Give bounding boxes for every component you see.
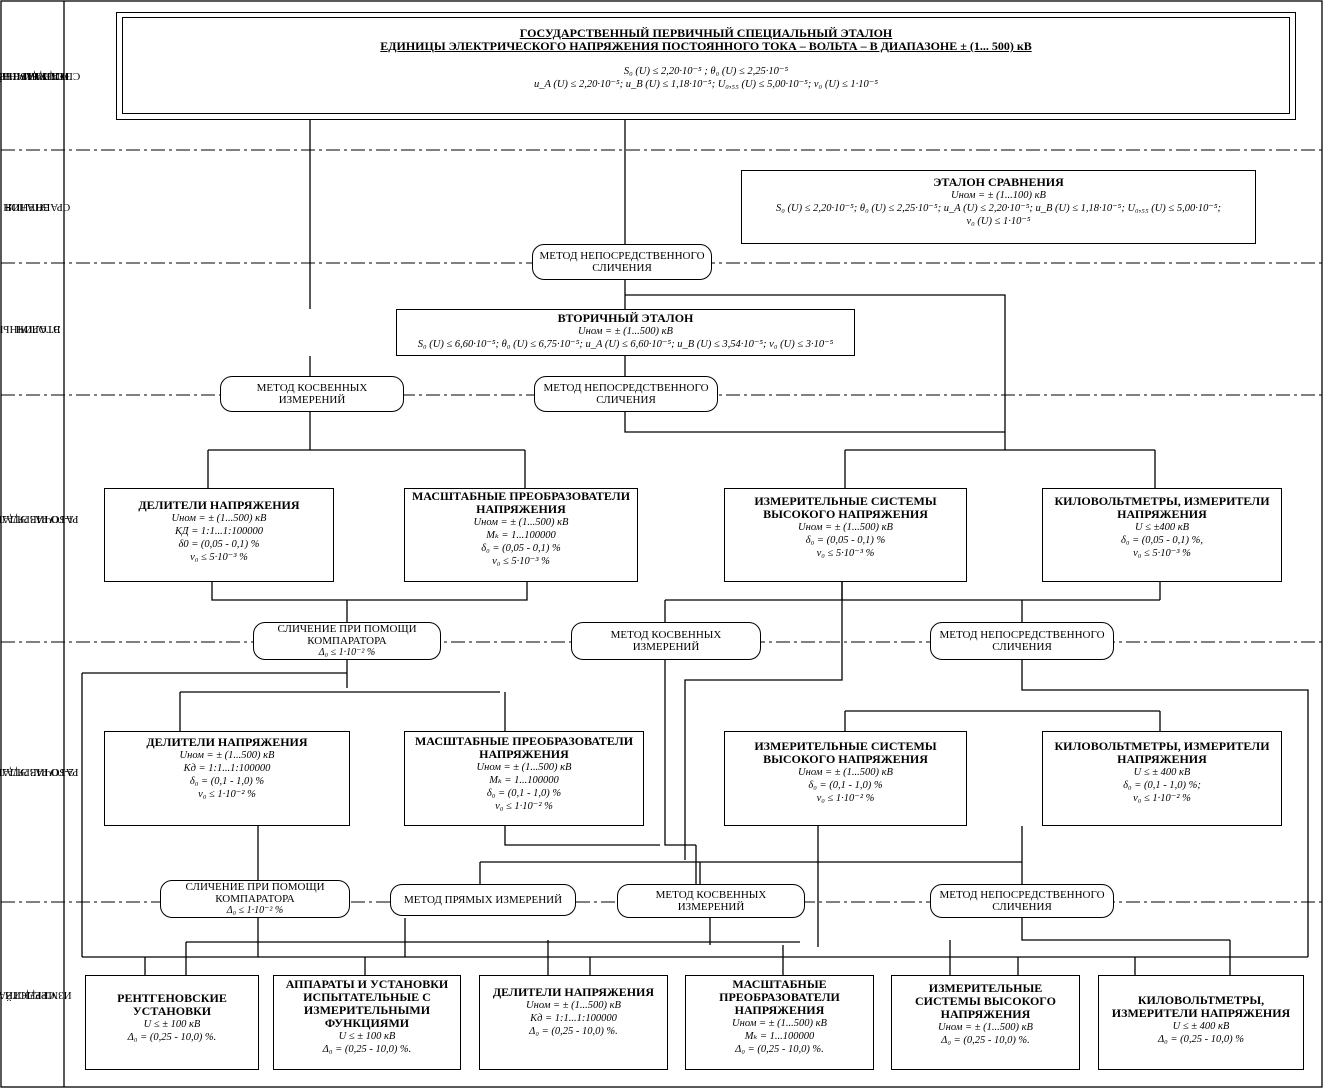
primary-param-2: u_A (U) ≤ 2,20·10⁻⁵; u_B (U) ≤ 1,18·10⁻⁵… <box>534 79 878 90</box>
level-label-working-1: Рабочие эталоны1-го разряда <box>0 512 79 525</box>
r2-voltage-dividers: ДЕЛИТЕЛИ НАПРЯЖЕНИЯ Uном = ± (1...500) к… <box>104 731 350 826</box>
method-indirect-1: Метод косвенных измерений <box>220 376 404 412</box>
si-voltage-dividers: ДЕЛИТЕЛИ НАПРЯЖЕНИЯ Uном = ± (1...500) к… <box>479 975 668 1070</box>
method-comparator-2: Сличение при помощи компаратораΔ₀ ≤ 1·10… <box>160 880 350 918</box>
r1-scale-converters: МАСШТАБНЫЕ ПРЕОБРАЗОВАТЕЛИ НАПРЯЖЕНИЯ Uн… <box>404 488 638 582</box>
si-scale-converters: МАСШТАБНЫЕ ПРЕОБРАЗОВАТЕЛИ НАПРЯЖЕНИЯ Uн… <box>685 975 874 1070</box>
method-comparator-1: Сличение при помощи компаратораΔ₀ ≤ 1·10… <box>253 622 441 660</box>
level-label-comparison: Эталонсравнения <box>3 200 71 213</box>
primary-standard: ГОСУДАРСТВЕННЫЙ ПЕРВИЧНЫЙ СПЕЦИАЛЬНЫЙ ЭТ… <box>122 17 1290 114</box>
comparison-standard: ЭТАЛОН СРАВНЕНИЯ Uном = ± (1...100) кВ S… <box>741 170 1256 244</box>
r1-kilovoltmeters: КИЛОВОЛЬТМЕТРЫ, ИЗМЕРИТЕЛИ НАПРЯЖЕНИЯ U … <box>1042 488 1282 582</box>
comparison-param-1: Uном = ± (1...100) кВ <box>951 190 1046 201</box>
r1-voltage-dividers: ДЕЛИТЕЛИ НАПРЯЖЕНИЯ Uном = ± (1...500) к… <box>104 488 334 582</box>
r2-scale-converters: МАСШТАБНЫЕ ПРЕОБРАЗОВАТЕЛИ НАПРЯЖЕНИЯ Uн… <box>404 731 644 826</box>
method-direct-comparison-4: Метод непосредственного сличения <box>930 884 1114 918</box>
comparison-param-2: S₀ (U) ≤ 2,20·10⁻⁵; θ₀ (U) ≤ 2,25·10⁻⁵; … <box>775 203 1222 214</box>
comparison-param-3: ν₀ (U) ≤ 1·10⁻⁵ <box>966 216 1031 227</box>
method-direct-comparison-3: Метод непосредственного сличения <box>930 622 1114 660</box>
connector-paths <box>81 120 1309 975</box>
level-label-primary: Государственныйпервичныйспециальныйэтало… <box>0 69 81 82</box>
level-label-instruments: Средстваизмерений <box>0 988 72 1001</box>
secondary-param-1: Uном = ± (1...500) кВ <box>578 326 673 337</box>
level-label-working-2: Рабочие эталоны2-го разряда <box>0 766 79 778</box>
method-indirect-2: Метод косвенных измерений <box>571 622 761 660</box>
r1-hv-measurement-systems: ИЗМЕРИТЕЛЬНЫЕ СИСТЕМЫ ВЫСОКОГО НАПРЯЖЕНИ… <box>724 488 967 582</box>
si-kilovoltmeters: КИЛОВОЛЬТМЕТРЫ, ИЗМЕРИТЕЛИ НАПРЯЖЕНИЯ U … <box>1098 975 1304 1070</box>
secondary-standard: ВТОРИЧНЫЙ ЭТАЛОН Uном = ± (1...500) кВ S… <box>396 309 855 356</box>
method-direct-comparison-2: Метод непосредственного сличения <box>534 376 718 412</box>
primary-title-2: ЕДИНИЦЫ ЭЛЕКТРИЧЕСКОГО НАПРЯЖЕНИЯ ПОСТОЯ… <box>380 39 1032 53</box>
si-test-apparatus: АППАРАТЫ И УСТАНОВКИ ИСПЫТАТЕЛЬНЫЕ С ИЗМ… <box>273 975 461 1070</box>
primary-title-1: ГОСУДАРСТВЕННЫЙ ПЕРВИЧНЫЙ СПЕЦИАЛЬНЫЙ ЭТ… <box>519 26 893 40</box>
method-direct-measurement: Метод прямых измерений <box>390 884 576 916</box>
primary-param-1: S₀ (U) ≤ 2,20·10⁻⁵ ; θ₀ (U) ≤ 2,25·10⁻⁵ <box>623 66 789 77</box>
r2-hv-measurement-systems: ИЗМЕРИТЕЛЬНЫЕ СИСТЕМЫ ВЫСОКОГО НАПРЯЖЕНИ… <box>724 731 967 826</box>
method-direct-comparison-1: Метод непосредственного сличения <box>532 244 712 280</box>
method-indirect-3: Метод косвенных измерений <box>617 884 805 918</box>
comparison-title: ЭТАЛОН СРАВНЕНИЯ <box>933 175 1064 189</box>
si-hv-measurement-systems: ИЗМЕРИТЕЛЬНЫЕ СИСТЕМЫ ВЫСОКОГО НАПРЯЖЕНИ… <box>891 975 1080 1070</box>
secondary-param-2: S₀ (U) ≤ 6,60·10⁻⁵; θ₀ (U) ≤ 6,75·10⁻⁵; … <box>417 339 834 350</box>
level-label-secondary: Вторичныйэталон <box>0 323 61 335</box>
r2-kilovoltmeters: КИЛОВОЛЬТМЕТРЫ, ИЗМЕРИТЕЛИ НАПРЯЖЕНИЯ U … <box>1042 731 1282 826</box>
secondary-title: ВТОРИЧНЫЙ ЭТАЛОН <box>557 311 694 325</box>
